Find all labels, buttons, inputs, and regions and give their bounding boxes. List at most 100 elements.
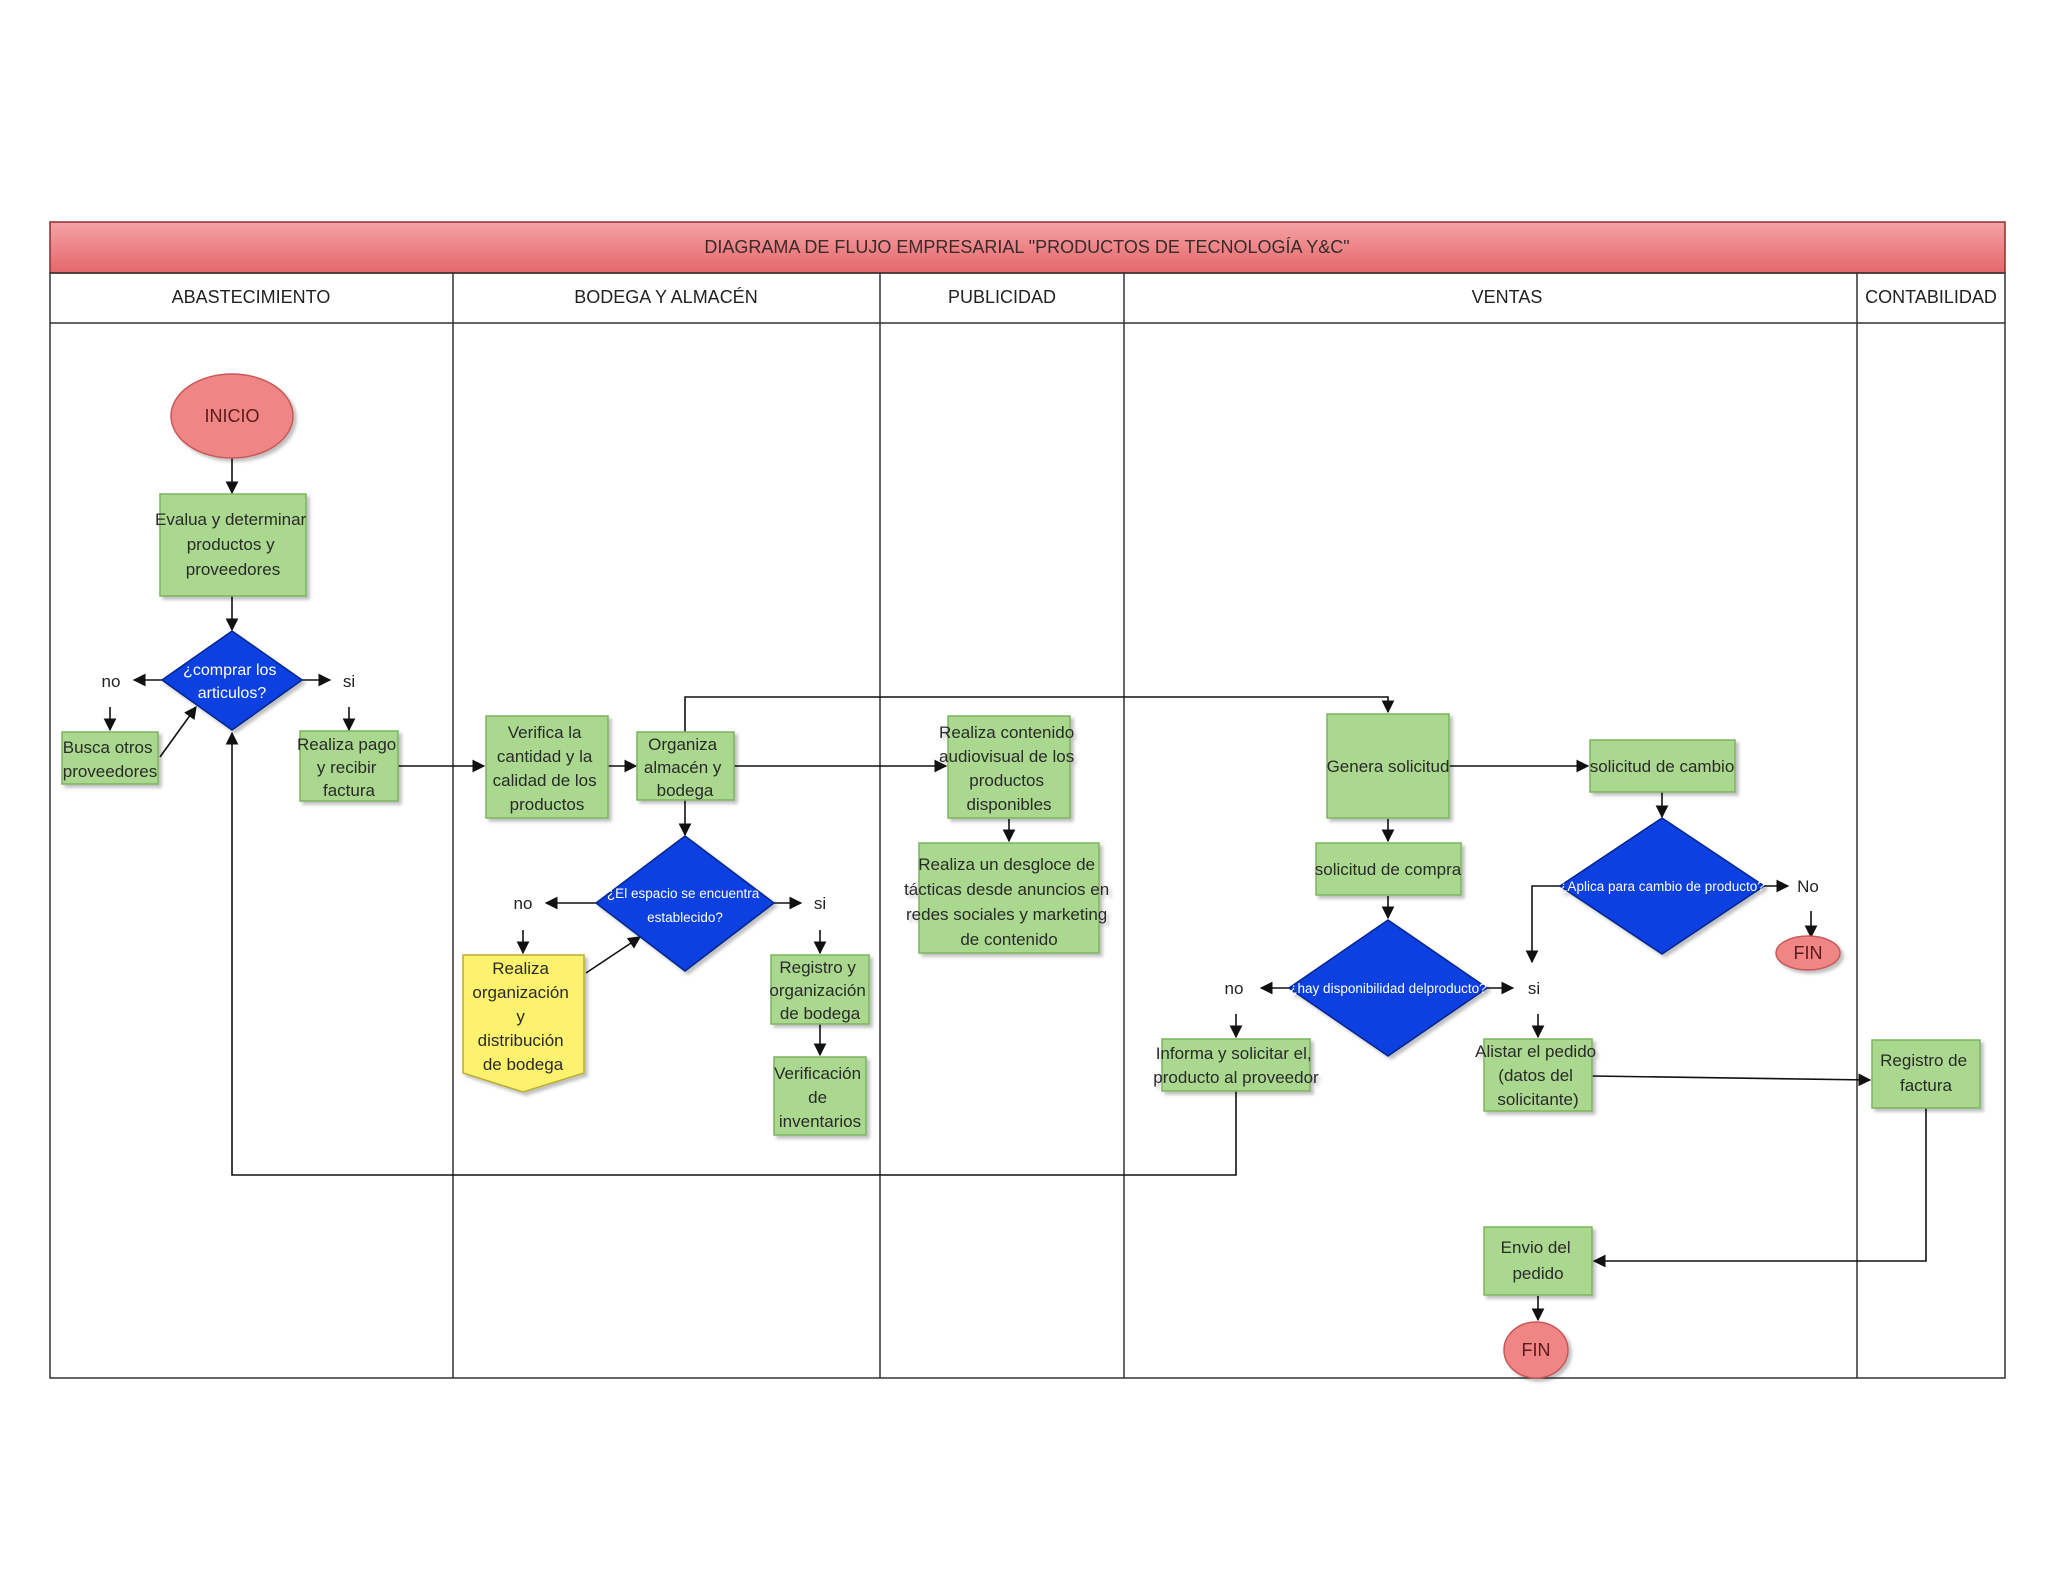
note-realiza-line1: Realiza [492,959,549,978]
process-busca-line1: Busca otros [63,738,153,757]
process-evalua-line2: productos y [187,535,275,554]
process-solicitud-compra: solicitud de compra [1315,842,1462,896]
edge-labels: no si no si no si No [102,672,1819,998]
process-factura-line1: Registro de [1880,1051,1967,1070]
process-pago-line1: Realiza pago [297,735,396,754]
svg-text:Registro y organizació: Registro y organización de bodega [769,958,870,1023]
svg-text:¿El espacio se encuentra: ¿El espacio se encuentra establecido? [607,886,763,925]
terminal-fin-envio: FIN [1503,1321,1569,1379]
decision-hay-disponibilidad: ¿hay disponibilidad delproducto? [1287,919,1489,1057]
process-desgloce-line3: redes sociales y marketing [906,905,1107,924]
process-alistar-line3: solicitante) [1497,1090,1578,1109]
svg-text:Informa y solicitar el,: Informa y solicitar el, producto al prov… [1153,1044,1319,1087]
process-informa-line1: Informa y solicitar el, [1156,1044,1312,1063]
terminal-fin-envio-label: FIN [1522,1340,1551,1360]
process-realiza-pago: Realiza pago y recibir factura [297,730,401,802]
svg-text:Verificación de: Verificación de inventarios [774,1064,866,1131]
process-factura-line2: factura [1900,1076,1953,1095]
lane-header-contabilidad: CONTABILIDAD [1865,287,1997,307]
lane-header-ventas: VENTAS [1472,287,1543,307]
edge-label-comprar-no: no [102,672,121,691]
process-verifica-line4: productos [510,795,585,814]
decision-aplica-cambio: ¿Aplica para cambio de producto? [1558,817,1766,955]
process-pago-line3: factura [323,781,376,800]
process-organiza: Organiza almacén y bodega [636,731,735,801]
process-verificacion-inventarios: Verificación de inventarios [773,1056,867,1136]
decision-comprar-articulos: ¿comprar los articulos? [160,630,304,731]
note-realiza-organizacion: Realiza organización y distribución de b… [462,954,585,1093]
note-realiza-line2: organización [472,983,568,1002]
process-desgloce-line2: tácticas desde anuncios en [904,880,1109,899]
process-contenido-line2: audiovisual de los [939,747,1074,766]
process-registro-organizacion: Registro y organización de bodega [769,954,870,1025]
edge-label-aplica-no: No [1797,877,1819,896]
svg-text:Organiza almacén y: Organiza almacén y bodega [644,735,726,800]
svg-text:Verifica la cantidad y: Verifica la cantidad y la calidad de los… [493,723,602,814]
svg-text:Alistar el pedido (dat: Alistar el pedido (datos del solicitante… [1475,1042,1601,1109]
process-evalua-line1: Evalua y determinar [155,510,307,529]
note-realiza-line3: y [516,1007,525,1026]
connectors [103,458,1927,1322]
edge-label-hay-no: no [1225,979,1244,998]
decision-comprar-line1: ¿comprar los [183,662,276,679]
process-organiza-line3: bodega [657,781,714,800]
edge-label-hay-si: si [1528,979,1540,998]
svg-text:Evalua y determinar pr: Evalua y determinar productos y proveedo… [155,510,311,579]
process-envio-pedido: Envio del pedido [1483,1226,1593,1296]
process-sol-cambio-label: solicitud de cambio [1590,757,1735,776]
lane-header-bodega: BODEGA Y ALMACÉN [574,287,757,307]
note-realiza-line4: distribución [478,1031,564,1050]
process-verifica-line2: cantidad y la [497,747,593,766]
process-busca-line2: proveedores [63,762,158,781]
process-alistar-line2: (datos del [1498,1066,1573,1085]
process-evalua: Evalua y determinar productos y proveedo… [155,493,311,597]
edge-label-espacio-si: si [814,894,826,913]
svg-text:¿comprar los articulos: ¿comprar los articulos? [183,662,281,702]
process-genera-solicitud: Genera solicitud [1326,713,1450,819]
svg-text:Busca otros proveedore: Busca otros proveedores [63,738,158,781]
process-desgloce-tacticas: Realiza un desgloce de tácticas desde an… [904,842,1114,954]
process-alistar-line1: Alistar el pedido [1475,1042,1596,1061]
terminal-fin-cambio: FIN [1775,935,1841,971]
svg-text:Realiza un desgloce de: Realiza un desgloce de tácticas desde an… [904,855,1114,949]
process-pago-line2: y recibir [317,758,377,777]
process-verificacion-line2: de [808,1088,827,1107]
process-solicitud-cambio: solicitud de cambio [1589,739,1736,793]
svg-text:Envio del pedido: Envio del pedido [1501,1238,1576,1283]
process-organiza-line1: Organiza [648,735,718,754]
terminal-fin-cambio-label: FIN [1794,943,1823,963]
edge-label-espacio-no: no [514,894,533,913]
process-envio-line2: pedido [1512,1264,1563,1283]
process-verifica-line1: Verifica la [508,723,582,742]
process-registro-factura: Registro de factura [1871,1039,1981,1109]
process-contenido-line1: Realiza contenido [939,723,1074,742]
process-contenido-line3: productos [969,771,1044,790]
process-contenido-line4: disponibles [966,795,1051,814]
swimlane-frame: DIAGRAMA DE FLUJO EMPRESARIAL "PRODUCTOS… [49,221,2006,1379]
process-alistar-pedido: Alistar el pedido (datos del solicitante… [1475,1038,1601,1112]
process-busca-proveedores: Busca otros proveedores [61,731,159,785]
process-evalua-line3: proveedores [186,560,281,579]
lane-header-publicidad: PUBLICIDAD [948,287,1056,307]
process-organiza-line2: almacén y [644,758,722,777]
process-registro-line3: de bodega [780,1004,861,1023]
edge-label-comprar-si: si [343,672,355,691]
lane-header-abastecimiento: ABASTECIMIENTO [172,287,331,307]
process-sol-compra-label: solicitud de compra [1315,860,1462,879]
svg-text:Realiza pago y recibir: Realiza pago y recibir factura [297,735,401,800]
terminal-inicio-label: INICIO [204,406,259,426]
terminal-inicio: INICIO [170,373,294,459]
svg-text:Realiza organización: Realiza organización y distribución de b… [472,959,573,1074]
diagram-title: DIAGRAMA DE FLUJO EMPRESARIAL "PRODUCTOS… [704,237,1349,257]
svg-text:Realiza contenido audi: Realiza contenido audiovisual de los pro… [939,723,1079,814]
decision-espacio-line1: ¿El espacio se encuentra [607,886,760,901]
note-realiza-line5: de bodega [483,1055,564,1074]
title-bar [49,221,2006,274]
process-registro-line1: Registro y [779,958,856,977]
process-informa-proveedor: Informa y solicitar el, producto al prov… [1153,1038,1319,1092]
process-desgloce-line4: de contenido [960,930,1057,949]
process-genera-label: Genera solicitud [1327,757,1450,776]
decision-espacio-establecido: ¿El espacio se encuentra establecido? [594,835,776,972]
svg-text:Registro de factura: Registro de factura [1880,1051,1972,1095]
